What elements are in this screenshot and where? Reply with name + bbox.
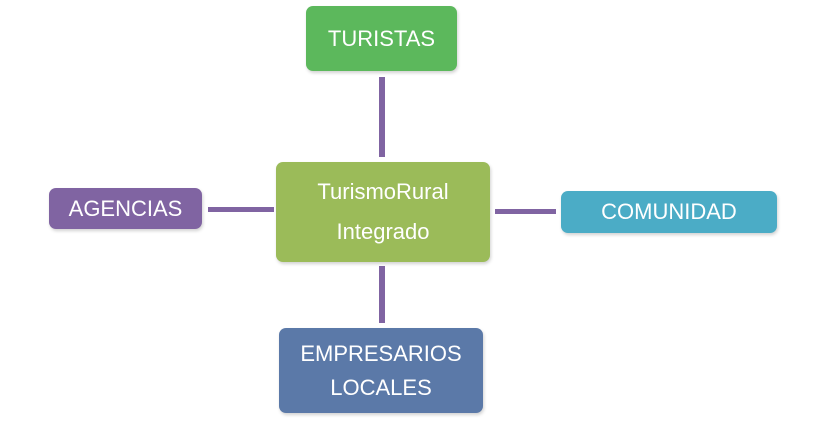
center-node-turismo-rural: TurismoRural Integrado bbox=[276, 162, 490, 262]
connector-right bbox=[495, 209, 556, 214]
node-turistas: TURISTAS bbox=[306, 6, 457, 71]
connector-left bbox=[208, 207, 274, 212]
connector-top bbox=[379, 77, 385, 157]
node-empresarios-locales: EMPRESARIOS LOCALES bbox=[279, 328, 483, 413]
node-agencias: AGENCIAS bbox=[49, 188, 202, 229]
node-comunidad: COMUNIDAD bbox=[561, 191, 777, 233]
connector-bottom bbox=[379, 266, 385, 323]
